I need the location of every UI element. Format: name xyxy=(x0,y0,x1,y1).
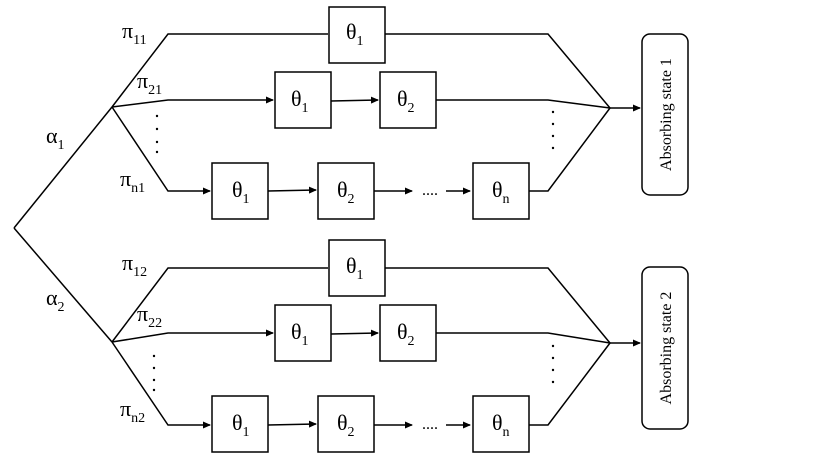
edge-alpha1 xyxy=(13,106,113,229)
node-theta1-row2-g2 xyxy=(274,304,332,362)
edge-alpha2 xyxy=(13,227,113,343)
pi22-label: π22 xyxy=(137,301,162,331)
pi12-label: π12 xyxy=(122,250,147,280)
svg-text:θn: θn xyxy=(492,177,510,207)
svg-text:θ1: θ1 xyxy=(232,410,250,440)
group-2: π12 π22 πn2 θ1 θ1 θ2 θ1 θ2 .... xyxy=(111,239,689,453)
svg-text:θ1: θ1 xyxy=(232,177,250,207)
svg-text:θ1: θ1 xyxy=(291,86,309,116)
node-theta1-rown-g2 xyxy=(211,395,269,453)
svg-text:θ2: θ2 xyxy=(337,410,355,440)
svg-text:θ1: θ1 xyxy=(291,319,309,349)
svg-text:θ2: θ2 xyxy=(397,86,415,116)
absorbing-state-1-label: Absorbing state 1 xyxy=(658,58,675,171)
alpha1-label: α1 xyxy=(46,123,65,153)
node-thetan-rown xyxy=(472,162,530,220)
node-theta1-row2 xyxy=(274,71,332,129)
node-theta2-row2-g2 xyxy=(379,304,437,362)
node-theta1-row1-g2 xyxy=(328,239,386,297)
absorbing-state-2 xyxy=(641,266,689,430)
ellipsis-2: .... xyxy=(422,416,438,433)
pi11-label: π11 xyxy=(122,18,147,48)
node-theta1-row1 xyxy=(328,6,386,64)
pin2-label: πn2 xyxy=(120,396,145,426)
svg-text:θ2: θ2 xyxy=(397,319,415,349)
node-thetan-rown-g2 xyxy=(472,395,530,453)
absorbing-state-2-label: Absorbing state 2 xyxy=(658,292,675,405)
ellipsis-1: .... xyxy=(422,182,438,199)
svg-text:θ1: θ1 xyxy=(346,253,364,283)
node-theta2-row2 xyxy=(379,71,437,129)
node-theta2-rown-g2 xyxy=(317,395,375,453)
node-theta2-rown xyxy=(317,162,375,220)
svg-text:θn: θn xyxy=(492,410,510,440)
pin1-label: πn1 xyxy=(120,166,145,196)
pi21-label: π21 xyxy=(137,68,162,98)
svg-text:θ1: θ1 xyxy=(346,19,364,49)
group-1: π11 π21 πn1 θ1 θ1 θ2 θ1 θ2 xyxy=(111,6,689,220)
node-theta1-rown xyxy=(211,162,269,220)
svg-text:θ2: θ2 xyxy=(337,177,355,207)
alpha2-label: α2 xyxy=(46,285,65,315)
absorbing-state-1 xyxy=(641,33,689,196)
